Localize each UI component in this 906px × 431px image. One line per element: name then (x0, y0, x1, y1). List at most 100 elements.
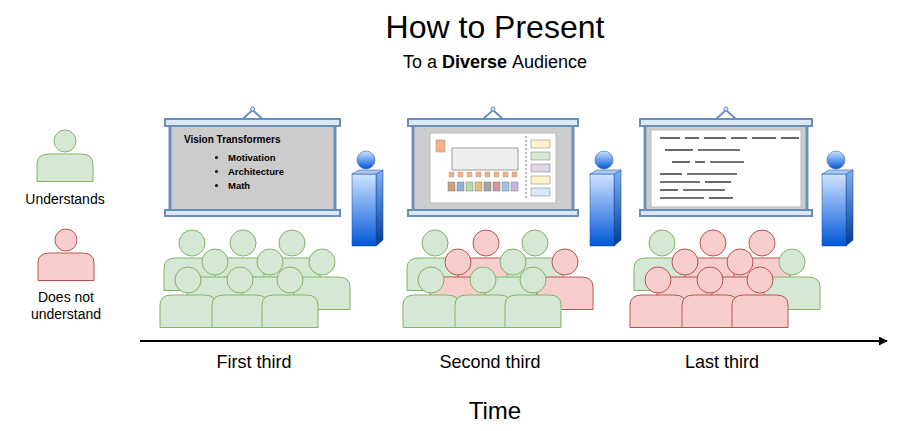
subtitle-line: To aDiverseAudience (245, 51, 745, 73)
bullet-item: Architecture (228, 165, 327, 179)
person-head (473, 230, 499, 256)
presenter-body (822, 174, 846, 246)
person-head (55, 229, 77, 251)
person-head (500, 249, 526, 275)
audience-member (732, 267, 788, 328)
person-body (38, 253, 94, 281)
presenter-side (614, 170, 621, 246)
equation-stroke (672, 161, 690, 163)
screen-hook (724, 107, 728, 111)
audience-member (403, 267, 459, 328)
equation-stroke (660, 137, 680, 139)
person-head (445, 249, 471, 275)
person-head (700, 230, 726, 256)
screen-bottom-bar (165, 210, 340, 216)
legend-label: Understands (15, 191, 115, 208)
person-head (470, 267, 496, 293)
projector-screen (165, 107, 340, 216)
person-head (277, 267, 303, 293)
audience-member (455, 267, 511, 328)
screen-hook (251, 107, 255, 111)
equation-stroke (660, 173, 682, 175)
audience-member (212, 267, 268, 328)
equation-figure (651, 130, 801, 207)
figure-block (452, 148, 518, 170)
axis-label: Time (415, 396, 575, 425)
equation-stroke (660, 197, 704, 199)
person-head (230, 230, 256, 256)
equation-stroke (705, 181, 731, 183)
figure-layer (531, 140, 550, 148)
time-segment-label: Last third (637, 351, 807, 373)
person-head (645, 267, 671, 293)
screen-surface (645, 125, 807, 212)
person-body (212, 295, 268, 328)
person-head (520, 267, 546, 293)
person-head (227, 267, 253, 293)
architecture-figure (430, 133, 556, 203)
legend-person-icon (37, 130, 93, 182)
figure-layer (531, 188, 550, 196)
equation-stroke (660, 189, 678, 191)
person-body (505, 295, 561, 328)
screen-hook (491, 107, 495, 111)
person-head (279, 230, 305, 256)
equation-stroke (704, 137, 726, 139)
figure-divider (526, 136, 527, 200)
presenter-shoulders (822, 170, 853, 174)
presenter-side (846, 170, 853, 246)
presenter-body (352, 174, 376, 246)
audience-member (682, 267, 738, 328)
figure-patch (484, 182, 491, 191)
equation-stroke (687, 173, 737, 175)
subtitle-text: To a (403, 51, 437, 73)
slide-content: Vision TransformersMotivationArchitectur… (170, 126, 335, 210)
person-body (37, 154, 93, 182)
projector-screen (408, 107, 578, 216)
person-head (779, 249, 805, 275)
equation-stroke (685, 137, 699, 139)
figure-patch (448, 182, 455, 191)
person-head (672, 249, 698, 275)
figure-token (476, 172, 481, 177)
person-body (630, 295, 686, 328)
equation-stroke (695, 161, 705, 163)
person-head (747, 267, 773, 293)
figure-layer (531, 164, 550, 172)
presenter-head (595, 151, 613, 169)
person-body (262, 295, 318, 328)
figure-token (467, 172, 472, 177)
figure-patch (457, 182, 464, 191)
presenter-shoulders (590, 170, 621, 174)
person-head (257, 249, 283, 275)
person-body (682, 295, 738, 328)
figure-layer (531, 152, 550, 160)
audience-group (630, 230, 820, 328)
time-segment-label: Second third (405, 351, 575, 373)
figure-token (512, 172, 517, 177)
equation-stroke (683, 189, 725, 191)
person-head (522, 230, 548, 256)
person-head (54, 130, 76, 152)
person-head (175, 267, 201, 293)
presenter-figure (822, 151, 853, 246)
bullet-list: MotivationArchitectureMath (184, 151, 327, 193)
bullet-item: Math (228, 179, 327, 193)
figure-token (494, 172, 499, 177)
time-segment-label: First third (169, 351, 339, 373)
audience-member (505, 267, 561, 328)
legend-person-icon (38, 229, 94, 281)
title: How to Present (245, 8, 745, 46)
equation-stroke (709, 197, 733, 199)
audience-group (403, 230, 593, 328)
bullet-item: Motivation (228, 151, 327, 165)
presenter-head (357, 151, 375, 169)
screen-top-bar (408, 119, 578, 126)
legend-swatch (38, 229, 94, 281)
audience-member (262, 267, 318, 328)
screen-top-bar (165, 119, 340, 126)
figure-token (503, 172, 508, 177)
audience-member (630, 267, 686, 328)
figure-background (430, 133, 556, 203)
